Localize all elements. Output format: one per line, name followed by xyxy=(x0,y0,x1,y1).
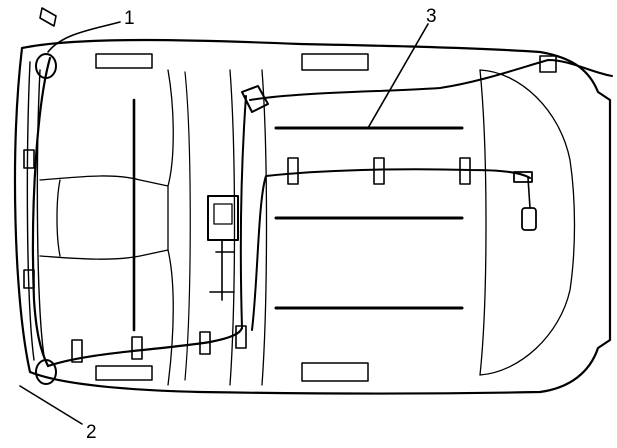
rear-sensor xyxy=(513,171,537,231)
seat-area-contour xyxy=(39,69,191,386)
callout-1: 1 xyxy=(124,8,135,29)
rear-floor-ribs xyxy=(274,126,464,310)
rear-compartment-contour xyxy=(479,69,576,376)
callout-2: 2 xyxy=(86,422,97,443)
callout-3: 3 xyxy=(426,6,437,27)
callout-labels: 1 2 3 xyxy=(86,6,437,443)
harness-clips xyxy=(23,55,557,363)
vehicle-body-outline xyxy=(13,38,612,395)
wiring-harness xyxy=(31,56,613,368)
sill-clips xyxy=(95,53,369,382)
tunnel-connector xyxy=(241,85,269,113)
control-module xyxy=(207,195,239,301)
left-grommets xyxy=(35,7,57,385)
callout-leaders xyxy=(19,21,429,425)
center-tunnel xyxy=(229,69,268,386)
